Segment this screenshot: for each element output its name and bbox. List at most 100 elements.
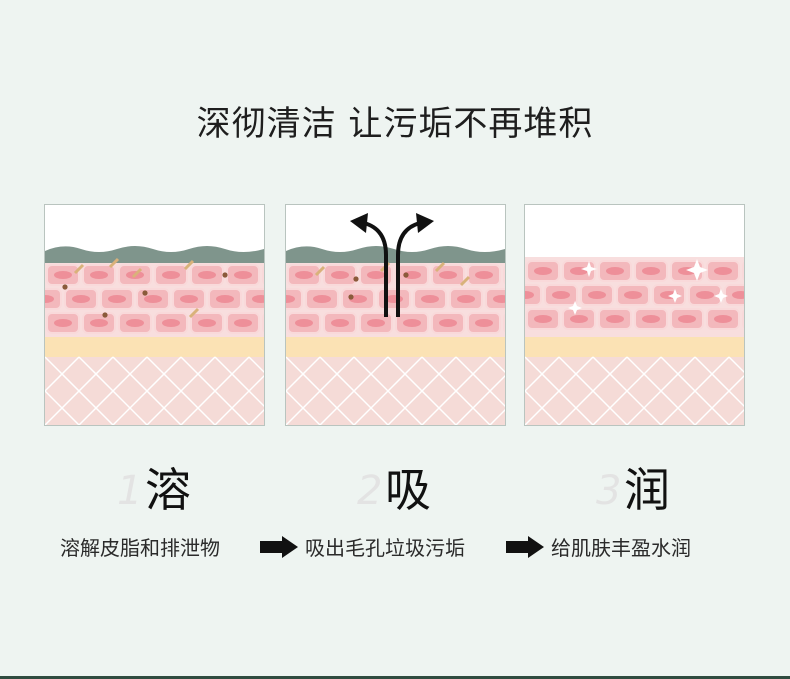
step-3-description: 给肌肤丰盈水润: [551, 536, 691, 560]
cell-nucleus: [732, 291, 744, 299]
mesh-line: [353, 356, 423, 425]
right-arrow-icon: [260, 536, 298, 558]
cell-nucleus: [144, 295, 162, 303]
step-word: 吸: [385, 463, 431, 517]
dirt-particle: [73, 263, 85, 275]
cell-nucleus: [295, 319, 313, 327]
mesh-line: [45, 356, 80, 393]
cell-nucleus: [439, 271, 457, 279]
cell-nucleus: [198, 271, 216, 279]
cell-nucleus: [162, 271, 180, 279]
cell-nucleus: [475, 319, 493, 327]
cell-nucleus: [198, 319, 216, 327]
cell-nucleus: [216, 295, 234, 303]
mesh-line: [112, 356, 182, 425]
cell-nucleus: [570, 315, 588, 323]
dirt-particle: [131, 267, 143, 279]
step-number: 3: [596, 468, 622, 514]
panel-dissolve: [44, 204, 265, 426]
cell-nucleus: [421, 295, 439, 303]
mesh-line: [525, 389, 560, 425]
cell-nucleus: [439, 319, 457, 327]
cell-nucleus: [475, 271, 493, 279]
cell-nucleus: [696, 291, 714, 299]
cell-nucleus: [606, 267, 624, 275]
cell-nucleus: [714, 315, 732, 323]
cell-nucleus: [180, 295, 198, 303]
right-arrow-icon: [506, 536, 544, 558]
cell-nucleus: [403, 319, 421, 327]
cell-nucleus: [295, 271, 313, 279]
cell-nucleus: [552, 291, 570, 299]
dirt-particle: [183, 259, 195, 271]
step-3: 3 润: [524, 452, 744, 517]
mesh-line: [626, 356, 696, 425]
dirt-particle: [222, 272, 228, 278]
mesh-line: [660, 356, 730, 425]
cell-nucleus: [234, 319, 252, 327]
cell-nucleus: [252, 295, 264, 303]
cell-nucleus: [493, 295, 505, 303]
skin-cell: [503, 313, 505, 333]
mesh-line: [146, 356, 216, 425]
dirt-particle: [348, 294, 354, 300]
mesh-line: [319, 356, 389, 425]
cell-nucleus: [108, 295, 126, 303]
mesh-line: [728, 408, 744, 425]
cell-nucleus: [457, 295, 475, 303]
mesh-line: [248, 408, 264, 425]
up-arrow-icon: [350, 213, 434, 317]
mesh-line: [214, 374, 264, 425]
mesh-line: [455, 374, 505, 425]
mesh-line: [728, 356, 744, 374]
mesh-line: [525, 356, 560, 393]
cell-nucleus: [54, 271, 72, 279]
step-2: 2 吸: [285, 452, 505, 517]
mesh-line: [45, 356, 114, 425]
cell-nucleus: [162, 319, 180, 327]
skin-cell: [742, 309, 744, 329]
mesh-line: [489, 408, 505, 425]
dirt-particle: [434, 261, 446, 273]
mesh-line: [180, 356, 250, 425]
cell-nucleus: [588, 291, 606, 299]
dirt-particle: [403, 272, 409, 278]
cell-nucleus: [54, 319, 72, 327]
skin-cell: [262, 313, 264, 333]
mesh-line: [45, 389, 80, 425]
skin-cell: [262, 265, 264, 285]
cell-nucleus: [331, 271, 349, 279]
mesh-line: [286, 356, 355, 425]
mesh-line: [558, 356, 628, 425]
sparkle-icon: [568, 259, 728, 315]
dirt-particle: [108, 257, 120, 269]
cell-nucleus: [90, 319, 108, 327]
cell-nucleus: [534, 267, 552, 275]
cell-nucleus: [286, 295, 295, 303]
cell-nucleus: [525, 291, 534, 299]
mesh-line: [421, 356, 491, 425]
mesh-line: [525, 356, 594, 425]
bottom-bar: [0, 676, 790, 679]
cell-nucleus: [90, 271, 108, 279]
dirt-particle: [142, 290, 148, 296]
mesh-line: [286, 389, 321, 425]
cell-nucleus: [642, 267, 660, 275]
page-title: 深彻清洁 让污垢不再堆积: [196, 104, 594, 144]
step-2-description: 吸出毛孔垃圾污垢: [305, 536, 465, 560]
dirt-particle: [62, 284, 68, 290]
skin-cell: [742, 261, 744, 281]
mesh-line: [78, 356, 148, 425]
dirt-particle: [314, 265, 326, 277]
mesh-line: [248, 356, 264, 374]
mesh-line: [489, 356, 505, 374]
dirt-particle: [102, 312, 108, 318]
cell-nucleus: [126, 319, 144, 327]
skin-cell: [503, 265, 505, 285]
panel-absorb: [285, 204, 506, 426]
cell-nucleus: [367, 271, 385, 279]
cell-nucleus: [624, 291, 642, 299]
dirt-particle: [459, 275, 471, 287]
cell-nucleus: [678, 315, 696, 323]
mesh-line: [387, 356, 457, 425]
